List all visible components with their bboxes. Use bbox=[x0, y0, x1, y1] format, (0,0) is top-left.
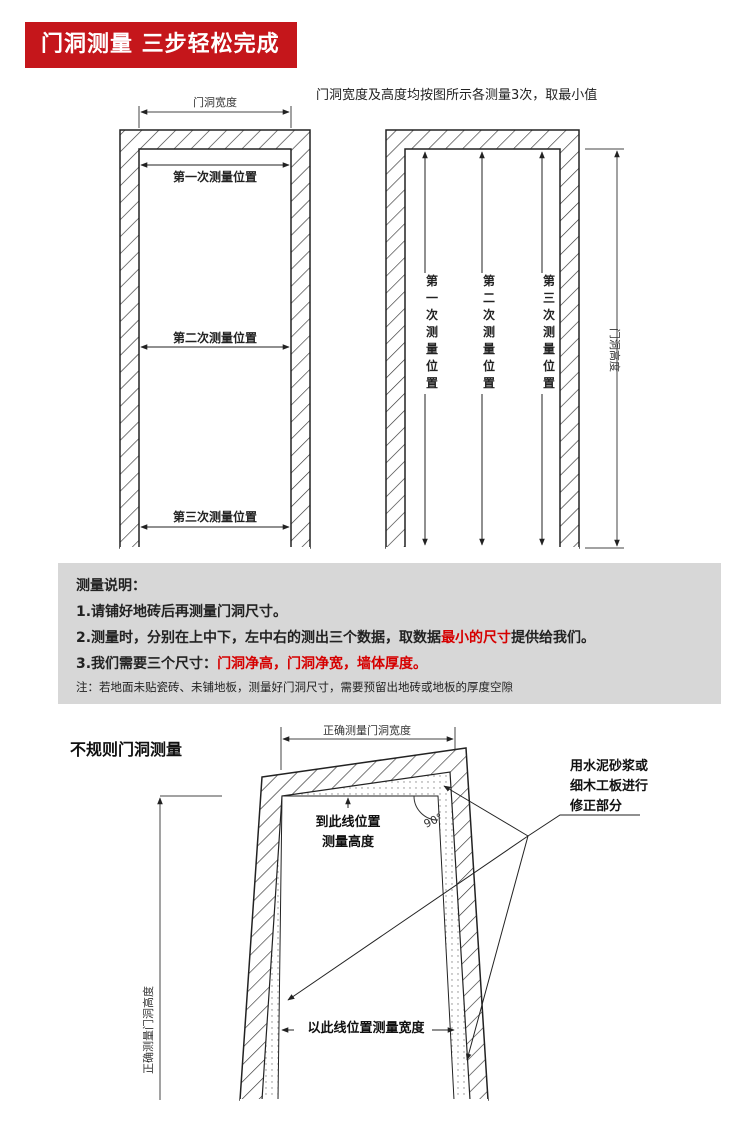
v-measure-label-3: 第三次测量位置 bbox=[543, 273, 555, 390]
measure-label-3: 第三次测量位置 bbox=[173, 509, 257, 524]
measurement-notes: 测量说明： 1.请铺好地砖后再测量门洞尺寸。 2.测量时，分别在上中下，左中右的… bbox=[58, 563, 721, 704]
note-3-highlight: 门洞净高，门洞净宽，墙体厚度。 bbox=[217, 656, 428, 672]
notes-heading: 测量说明： bbox=[76, 578, 146, 594]
measure-height-line1: 到此线位置 bbox=[315, 814, 380, 830]
top-note: 门洞宽度及高度均按图所示各测量3次，取最小值 bbox=[316, 87, 597, 103]
angle-arc bbox=[413, 795, 439, 821]
irregular-door-frame bbox=[239, 747, 489, 1101]
v-measure-label-2: 第二次测量位置 bbox=[483, 273, 495, 390]
banner-title: 门洞测量 三步轻松完成 bbox=[41, 32, 280, 57]
fix-line3: 修正部分 bbox=[569, 798, 622, 814]
section-banner: 门洞测量 三步轻松完成 bbox=[25, 22, 297, 68]
fix-pointer-left bbox=[287, 835, 529, 1001]
fix-line1: 用水泥砂浆或 bbox=[569, 758, 648, 774]
note-2-highlight: 最小的尺寸 bbox=[441, 630, 512, 646]
irregular-title: 不规则门洞测量 bbox=[70, 740, 182, 759]
note-3: 3.我们需要三个尺寸：门洞净高，门洞净宽，墙体厚度。 bbox=[76, 656, 428, 672]
note-2: 2.测量时，分别在上中下，左中右的测出三个数据，取数据最小的尺寸提供给我们。 bbox=[76, 630, 596, 646]
v-measure-label-1: 第一次测量位置 bbox=[426, 273, 438, 390]
measure-label-1: 第一次测量位置 bbox=[173, 169, 257, 184]
correct-height-label: 正确测量门洞高度 bbox=[141, 986, 155, 1074]
height-label: 门洞高度 bbox=[608, 328, 622, 372]
note-1: 1.请铺好地砖后再测量门洞尺寸。 bbox=[76, 604, 288, 620]
fix-pointer-right bbox=[465, 835, 529, 1061]
note-footnote: 注：若地面未贴瓷砖、未铺地板，测量好门洞尺寸，需要预留出地砖或地板的厚度空隙 bbox=[76, 680, 513, 694]
fix-line2: 细木工板进行 bbox=[570, 778, 648, 794]
fix-pointer-top bbox=[443, 785, 529, 837]
width-label: 门洞宽度 bbox=[193, 95, 237, 109]
correct-width-label: 正确测量门洞宽度 bbox=[323, 723, 411, 737]
fix-leader bbox=[527, 814, 640, 837]
measure-label-2: 第二次测量位置 bbox=[173, 330, 257, 345]
measure-height-line2: 测量高度 bbox=[322, 834, 375, 850]
measure-width-label: 以此线位置测量宽度 bbox=[307, 1020, 425, 1036]
